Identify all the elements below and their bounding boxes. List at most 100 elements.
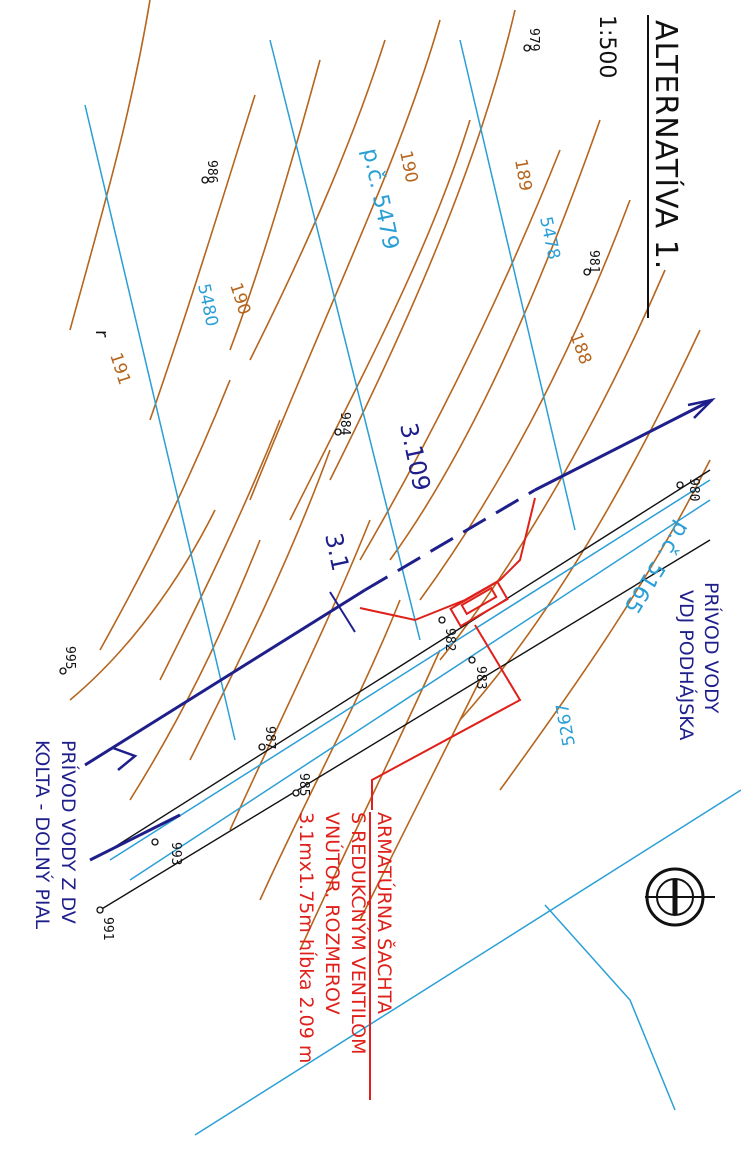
point-label: 981 bbox=[586, 250, 601, 273]
pipe-line-dashed bbox=[364, 488, 536, 592]
contour-line bbox=[439, 269, 666, 661]
parcel-line bbox=[194, 789, 741, 1136]
point-label: 986 bbox=[204, 160, 219, 183]
point-label: 983 bbox=[473, 666, 488, 689]
top-note: PRÍVOD VODY VDJ PODHÁJSKA bbox=[675, 582, 723, 740]
note-line: S REDUKČNÝM VENTILOM bbox=[347, 812, 371, 1054]
parcel-line bbox=[109, 479, 711, 861]
contour-line bbox=[99, 379, 231, 651]
contour-line bbox=[289, 119, 471, 521]
contour-line bbox=[69, 0, 151, 331]
note-line: PRÍVOD VODY Z DV bbox=[57, 740, 80, 924]
map-scale: 1:500 bbox=[594, 15, 619, 78]
note-line: PRÍVOD VODY bbox=[700, 582, 723, 714]
title-block: ALTERNATÍVA 1. 1:500 bbox=[594, 15, 684, 318]
point-label: 985 bbox=[296, 773, 311, 796]
contour-line bbox=[389, 119, 601, 561]
parcel-line bbox=[544, 904, 676, 1111]
point-label: 982 bbox=[442, 628, 457, 651]
road-line bbox=[99, 539, 711, 911]
contour-line bbox=[359, 679, 481, 921]
shaft-note: ARMATÚRNA ŠACHTA S REDUKČNÝM VENTILOM VN… bbox=[295, 812, 397, 1100]
survey-point bbox=[201, 176, 209, 184]
contour-label: 188 bbox=[565, 330, 595, 367]
note-line: 3.1mx1.75m hĺbka 2.09 m bbox=[295, 812, 318, 1063]
parcel-line bbox=[269, 39, 421, 641]
contour-line bbox=[329, 9, 516, 481]
survey-point bbox=[59, 667, 67, 675]
r-label: r bbox=[91, 330, 112, 338]
survey-point bbox=[96, 906, 104, 914]
parcel-label: 5480 bbox=[193, 282, 222, 328]
note-line: VDJ PODHÁJSKA bbox=[675, 590, 698, 740]
contour-line bbox=[229, 59, 321, 351]
point-label: 993 bbox=[168, 842, 183, 865]
survey-point bbox=[438, 616, 446, 624]
bottom-note: PRÍVOD VODY Z DV KOLTA - DOLNÝ PIAL bbox=[31, 740, 80, 929]
contour-labels: 189 188 190 190 191 bbox=[105, 149, 595, 388]
contour-line bbox=[249, 19, 441, 501]
survey-point bbox=[676, 481, 684, 489]
pipe-label: 3.109 bbox=[394, 420, 436, 493]
survey-points bbox=[59, 44, 684, 914]
survey-point bbox=[151, 838, 159, 846]
survey-point bbox=[468, 656, 476, 664]
survey-point bbox=[292, 789, 300, 797]
contour-line bbox=[149, 94, 256, 421]
pipe-line bbox=[534, 398, 713, 492]
contour-line bbox=[189, 449, 331, 761]
pipe-label: 3.1 bbox=[319, 530, 354, 573]
note-line: ARMATÚRNA ŠACHTA bbox=[373, 812, 397, 1014]
shaft-leader bbox=[371, 624, 522, 810]
contour-line bbox=[459, 329, 701, 721]
shaft-connection bbox=[359, 497, 536, 622]
shaft-rectangle bbox=[449, 580, 509, 628]
survey-point bbox=[583, 268, 591, 276]
road-line bbox=[109, 469, 711, 851]
pipe-tick bbox=[329, 591, 356, 633]
parcel-boundaries bbox=[84, 39, 741, 1136]
note-line: VNÚTOR. ROZMEROV bbox=[321, 812, 345, 1015]
page-title: ALTERNATÍVA 1. bbox=[648, 20, 684, 270]
pipe-line bbox=[84, 588, 366, 767]
flow-arrow-icon bbox=[112, 746, 138, 771]
flow-arrow-icon bbox=[687, 397, 716, 419]
contour-line bbox=[159, 419, 281, 681]
contour-line bbox=[129, 539, 261, 801]
contour-line bbox=[229, 519, 371, 831]
shaft-inner bbox=[460, 586, 498, 616]
contour-label: 190 bbox=[225, 280, 254, 317]
contour-line bbox=[299, 649, 441, 951]
point-label: 995 bbox=[62, 646, 77, 669]
survey-point bbox=[258, 743, 266, 751]
proposed-shaft bbox=[359, 497, 536, 810]
contour-line bbox=[499, 459, 711, 791]
point-label: 979 bbox=[526, 28, 541, 51]
water-pipe bbox=[84, 398, 713, 862]
contour-line bbox=[419, 199, 631, 601]
point-label: 991 bbox=[100, 917, 115, 940]
survey-point bbox=[523, 44, 531, 52]
contour-label: 191 bbox=[105, 350, 134, 387]
road-edges bbox=[99, 469, 711, 911]
contour-lines bbox=[69, 0, 711, 951]
parcel-line bbox=[459, 39, 576, 531]
contour-line bbox=[359, 149, 561, 561]
survey-point bbox=[334, 428, 342, 436]
parcel-label: 5267 bbox=[553, 702, 580, 748]
point-label: 984 bbox=[337, 412, 352, 436]
contour-line bbox=[249, 39, 386, 361]
pipe-line bbox=[89, 813, 181, 862]
contour-label: 190 bbox=[395, 149, 421, 185]
contour-line bbox=[69, 509, 216, 701]
note-line: KOLTA - DOLNÝ PIAL bbox=[31, 740, 54, 929]
point-label: 980 bbox=[686, 478, 701, 501]
north-arrow-icon bbox=[645, 867, 715, 927]
parcel-line bbox=[129, 499, 711, 881]
pipe-labels: 3.109 3.1 bbox=[319, 420, 436, 573]
parcel-label: 5478 bbox=[535, 215, 564, 261]
parcel-label: p.č. 5479 bbox=[357, 146, 403, 252]
contour-label: 189 bbox=[510, 157, 535, 192]
parcel-line bbox=[84, 104, 236, 741]
